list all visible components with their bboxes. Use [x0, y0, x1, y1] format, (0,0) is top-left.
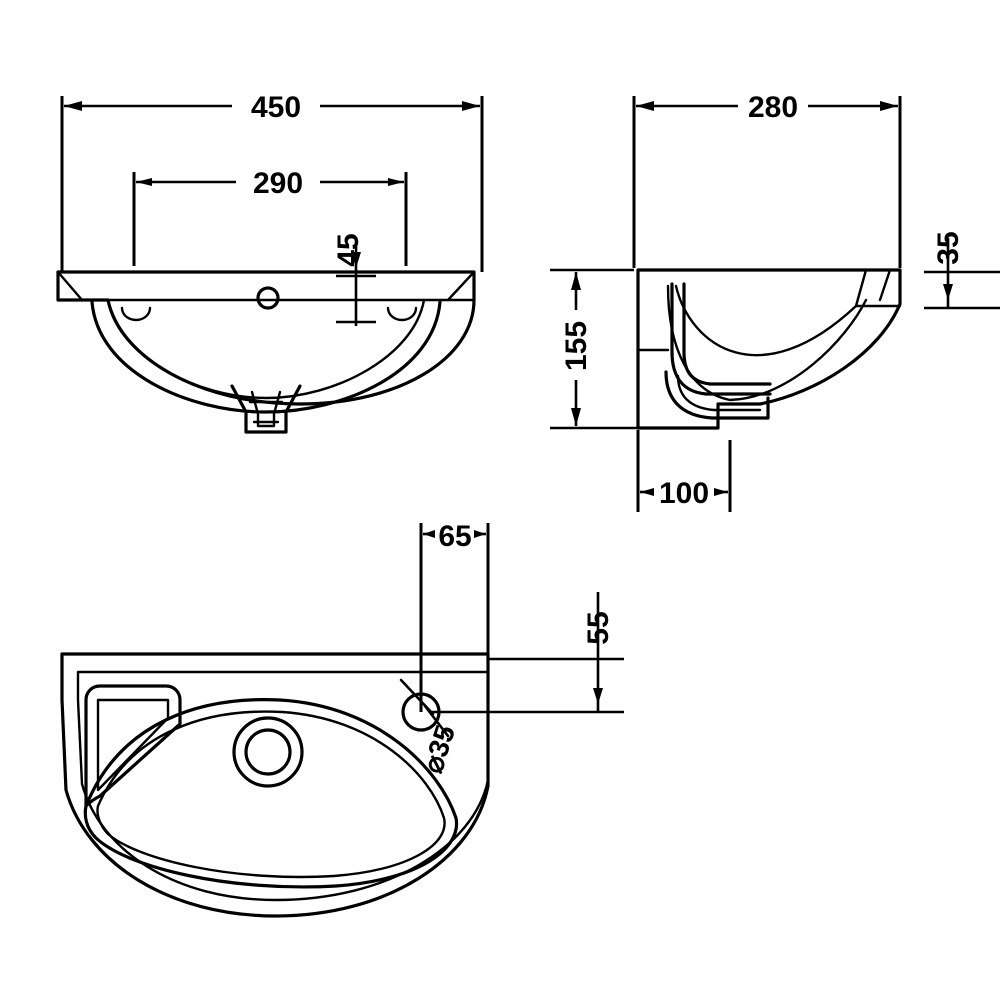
overflow-opening-right [386, 306, 418, 322]
label-tap-back-65: 65 [438, 520, 471, 553]
plan-basin-outline [60, 652, 490, 918]
front-elevation-view [56, 96, 484, 434]
arrow-left-icon [64, 101, 82, 111]
arrow-down-icon [571, 408, 581, 426]
waste-shroud-inner [250, 390, 282, 428]
label-depth-280: 280 [748, 91, 798, 124]
dimension-span-290 [132, 172, 408, 266]
basin-plan-outer-rim [60, 652, 490, 918]
front-rim-chamfer-1 [854, 268, 902, 308]
dimension-height-155 [550, 268, 638, 430]
overflow-channel-outer [670, 282, 772, 396]
basin-plan-bowl-outer [83, 698, 459, 889]
basin-plan-bowl-inner [96, 710, 446, 879]
bowl-sweep-lower [666, 284, 868, 402]
arrow-in-right-icon [714, 488, 728, 496]
waste-shroud-outer [230, 384, 302, 434]
bowl-sweep-upper [674, 284, 858, 357]
basin-body-outer [56, 270, 476, 406]
dimension-bracket-100 [636, 430, 732, 512]
label-drop-45: 45 [332, 233, 365, 266]
dimension-depth-280 [632, 96, 902, 268]
arrow-left-icon [136, 178, 152, 186]
arrow-up-icon [571, 272, 581, 290]
bowl-inner-curve [106, 298, 426, 400]
dimension-overall-width-450 [60, 96, 484, 272]
tap-hole-front-icon [256, 286, 280, 310]
dimension-rim-35 [924, 238, 1000, 310]
label-span-290: 290 [253, 167, 303, 200]
label-rim-35: 35 [932, 231, 965, 264]
right-shoulder-chamfer [446, 270, 476, 302]
dimension-tap-side-55 [430, 592, 624, 714]
arrow-up-icon [351, 252, 361, 268]
waste-underside-inner [676, 374, 762, 412]
plan-top-view [60, 523, 624, 918]
front-basin-outline [56, 270, 476, 434]
dimension-tap-back-65 [419, 523, 490, 712]
overflow-opening-left [120, 306, 152, 322]
soap-recess-outer [84, 684, 182, 808]
arrow-right-icon [462, 101, 480, 111]
label-height-155: 155 [560, 321, 593, 371]
waste-outlet-inner-icon [244, 728, 292, 776]
arrow-down-icon [943, 284, 953, 300]
arrow-right-icon [388, 178, 404, 186]
label-overall-width-450: 450 [251, 91, 301, 124]
side-elevation-view [550, 96, 1000, 512]
overflow-channel-inner [682, 282, 772, 386]
arrow-left-icon [636, 101, 654, 111]
tap-hole-plan-icon [401, 692, 441, 732]
arrow-down-icon [593, 688, 603, 704]
side-basin-outline [636, 268, 902, 430]
basin-body-side-outer [636, 268, 902, 430]
label-bracket-100: 100 [659, 477, 709, 510]
waste-outlet-outer-icon [232, 716, 304, 788]
arrow-in-left-icon [640, 488, 654, 496]
arrow-in-right-icon [474, 530, 486, 538]
label-tap-side-55: 55 [582, 611, 615, 644]
arrow-right-icon [880, 101, 898, 111]
left-shoulder-chamfer [56, 270, 84, 302]
soap-recess-inner [96, 698, 170, 792]
waste-underside-outer [664, 370, 770, 420]
front-rim-chamfer-2 [878, 268, 892, 302]
arrow-in-left-icon [423, 530, 435, 538]
